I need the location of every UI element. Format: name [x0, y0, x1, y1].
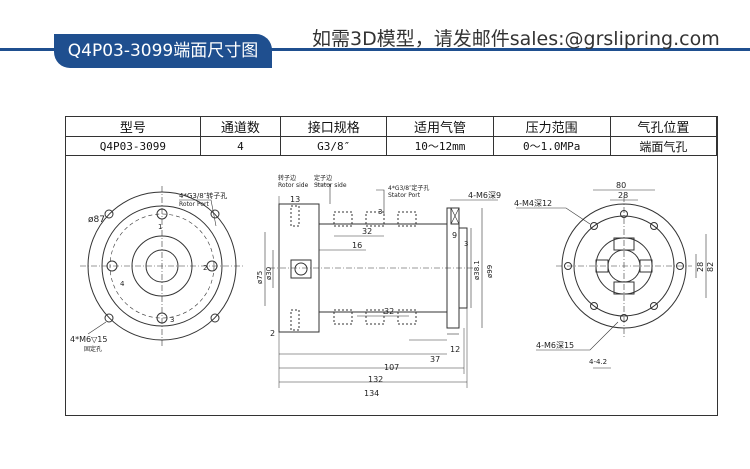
left-leader-fix: [87, 321, 107, 335]
right-hole-m6-4: [620, 314, 628, 322]
page-title-badge: Q4P03-3099端面尺寸图: [54, 34, 272, 68]
right-dim-28v: 28: [696, 262, 705, 272]
left-port-note: 4*G3/8″转子孔: [179, 191, 227, 200]
dim-dia30: ø30: [265, 267, 273, 280]
spec-data-row: Q4P03-3099 4 G3/8″ 10～12mm 0～1.0MPa 端面气孔: [65, 136, 718, 156]
right-dim-82: 82: [706, 262, 714, 272]
mid-side-port: [290, 259, 312, 279]
contact-text: 如需3D模型，请发邮件sales:@grslipring.com: [312, 28, 720, 50]
dim-132: 132: [368, 375, 383, 384]
right-hole-m4-3: [590, 302, 598, 310]
dim-134: 134: [364, 389, 379, 398]
dim-dia75: ø75: [256, 271, 264, 284]
dim-dia38: ø38.1: [473, 260, 481, 280]
left-fix-note-sub: 固定孔: [84, 345, 102, 353]
left-num-3: 3: [170, 316, 174, 324]
mid-rotor-port-bottom: [290, 309, 300, 331]
left-port-1: [156, 208, 168, 220]
mid-stator-port: 4*G3/8″定子孔: [388, 184, 429, 192]
left-bolt-hole-br: [210, 313, 220, 323]
mid-rotor-side: 转子边: [278, 174, 296, 182]
right-m4-note: 4-M4深12: [514, 199, 552, 208]
mid-groove-3: [397, 211, 417, 227]
dim-16: 16: [352, 241, 362, 250]
mid-groove-1: [333, 211, 353, 227]
right-hole-m6-3: [620, 210, 628, 218]
dim-12: 12: [450, 345, 460, 354]
right-hole-m4-1: [590, 222, 598, 230]
mid-groove-2: [365, 211, 385, 227]
td-pressure: 0～1.0MPa: [492, 136, 611, 156]
middle-view: [264, 183, 498, 388]
mid-stator-port-en: Stator Port: [388, 192, 421, 199]
dim-107: 107: [384, 363, 399, 372]
mid-leader-rotor: [316, 183, 331, 204]
right-hole-m4-2: [650, 222, 658, 230]
right-dim-4-4.2: 4-4.2: [589, 358, 607, 366]
spec-table: 型号 通道数 接口规格 适用气管 压力范围 气孔位置 Q4P03-3099 4 …: [65, 116, 718, 156]
left-port-4: [106, 260, 118, 272]
right-hole-m6-2: [676, 262, 684, 270]
left-num-4: 4: [120, 280, 125, 288]
right-leader-m4: [516, 207, 591, 225]
left-dia-label: ø87: [88, 215, 105, 225]
dim-13: 13: [290, 195, 300, 204]
dim-37: 37: [430, 355, 440, 364]
left-bolt-hole-bl: [104, 313, 114, 323]
mid-groove-5: [365, 309, 385, 325]
mid-groove-6: [397, 309, 417, 325]
dim-9: 9: [452, 231, 457, 240]
left-num-1: 1: [158, 223, 162, 231]
left-view: [80, 186, 244, 348]
mid-m6-note: 4-M6深9: [468, 191, 501, 200]
mid-stator-side: 定子边: [314, 174, 332, 182]
td-channels: 4: [199, 136, 282, 156]
td-port-spec: G3/8″: [280, 136, 388, 156]
td-model: Q4P03-3099: [65, 136, 201, 156]
th-model: 型号: [65, 116, 201, 137]
dim-32: 32: [362, 227, 372, 236]
mid-stator-side-en: Stator side: [314, 182, 347, 189]
header-divider: [0, 48, 750, 51]
technical-drawing: ø87 4*G3/8″转子孔 Rotor Port 4*M6▽15 固定孔 1 …: [70, 174, 714, 398]
left-fix-note: 4*M6▽15: [70, 335, 107, 344]
dim-dia99: ø99: [486, 265, 494, 278]
td-tube: 10～12mm: [386, 136, 494, 156]
mid-rotor-side-en: Rotor side: [278, 182, 309, 189]
right-view: [516, 189, 707, 369]
mid-groove-4: [333, 309, 353, 325]
left-bolt-hole-tr: [210, 209, 220, 219]
mid-hatch-line-2: [450, 207, 460, 225]
th-port-location: 气孔位置: [609, 116, 718, 137]
right-hole-m4-4: [650, 302, 658, 310]
right-hole-m6-1: [564, 262, 572, 270]
th-pressure: 压力范围: [492, 116, 611, 137]
right-dim-28: 28: [618, 191, 628, 200]
left-leader-port: [179, 199, 217, 227]
th-tube: 适用气管: [386, 116, 494, 137]
td-port-location: 端面气孔: [609, 136, 718, 156]
right-dim-80: 80: [616, 181, 626, 190]
spec-header-row: 型号 通道数 接口规格 适用气管 压力范围 气孔位置: [65, 116, 718, 137]
mid-leader-stator: [376, 189, 385, 214]
dim-32b: 32: [384, 307, 394, 316]
left-port-note-en: Rotor Port: [179, 201, 210, 208]
right-m6-note: 4-M6深15: [536, 341, 574, 350]
th-channels: 通道数: [199, 116, 282, 137]
left-num-2: 2: [203, 264, 207, 272]
dim-2: 2: [270, 329, 275, 338]
left-port-2: [206, 260, 218, 272]
mid-rotor-port-top: [290, 205, 300, 227]
right-leader-m6: [536, 321, 619, 351]
dim-3a: 3: [378, 208, 382, 216]
left-pitch-circle: [109, 213, 215, 319]
mid-side-port-circle: [294, 262, 308, 276]
left-port-3: [156, 312, 168, 324]
dim-3b: 3: [464, 240, 468, 248]
th-port-spec: 接口规格: [280, 116, 388, 137]
left-bolt-hole-tl: [104, 209, 114, 219]
